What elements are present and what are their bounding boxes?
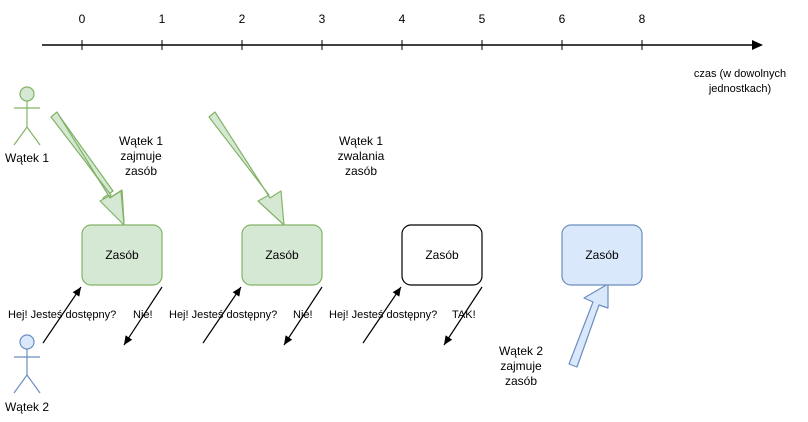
note-thread-1-acquires: Wątek 1 zajmuje zasób [119, 134, 163, 178]
query-arrow [202, 286, 242, 344]
thread-1-actor: Wątek 1 [5, 86, 49, 165]
resource-label: Zasób [585, 248, 619, 262]
resource-label: Zasób [425, 248, 459, 262]
tick-label: 3 [319, 12, 326, 26]
thread-2-label: Wątek 2 [5, 400, 49, 414]
thread-1-label: Wątek 1 [5, 151, 49, 165]
query-arrow [362, 286, 402, 344]
svg-text:jednostkach): jednostkach) [708, 83, 771, 95]
query-answer: Nie! [293, 309, 313, 321]
tick-label: 6 [559, 12, 566, 26]
query-question: Hej! Jesteś dostępny? [329, 309, 437, 321]
thread-2-acquire-arrow-icon [568, 283, 609, 368]
svg-text:zasób: zasób [125, 164, 157, 178]
thread-1-acquire-arrow-body [50, 111, 125, 226]
svg-text:zasób: zasób [345, 164, 377, 178]
tick-label: 0 [79, 12, 86, 26]
resource-box: Zasób [241, 224, 323, 286]
resource-box: Zasób [81, 224, 163, 286]
query-arrow [42, 286, 82, 344]
tick-label: 5 [479, 12, 486, 26]
time-axis-arrowhead-icon [752, 40, 763, 50]
time-axis-label: czas (w dowolnych jednostkach) [694, 68, 786, 95]
note-thread-2-acquires: Wątek 2 zajmuje zasób [499, 344, 543, 388]
tick-marks [81, 40, 643, 50]
stick-figure-icon [13, 334, 41, 394]
timeline: 0 1 2 3 4 5 6 8 czas (w dowolnych jednos… [42, 12, 786, 95]
resource-label: Zasób [265, 248, 299, 262]
svg-text:zasób: zasób [505, 374, 537, 388]
query-question: Hej! Jesteś dostępny? [8, 309, 116, 321]
thread-2-actor: Wątek 2 [5, 334, 49, 414]
query-labels: Hej! Jesteś dostępny? Nie! Hej! Jesteś d… [8, 309, 476, 321]
answer-arrow [443, 286, 483, 346]
note-thread-1-releases: Wątek 1 zwalania zasób [338, 134, 385, 178]
tick-label: 4 [399, 12, 406, 26]
thread-1-reacquire-arrow-icon [208, 111, 285, 226]
query-question: Hej! Jesteś dostępny? [169, 309, 277, 321]
resource-box: Zasób [561, 224, 643, 286]
svg-text:zajmuje: zajmuje [500, 359, 542, 373]
query-arrows [42, 286, 483, 346]
svg-text:Wątek 2: Wątek 2 [499, 344, 543, 358]
query-answer: TAK! [452, 309, 476, 321]
tick-label: 1 [159, 12, 166, 26]
tick-label: 8 [639, 12, 646, 26]
svg-text:zwalania: zwalania [338, 149, 385, 163]
answer-arrow [283, 286, 323, 346]
resource-label: Zasób [105, 248, 139, 262]
query-answer: Nie! [133, 309, 153, 321]
svg-text:Wątek 1: Wątek 1 [119, 134, 163, 148]
svg-text:czas (w dowolnych: czas (w dowolnych [694, 68, 786, 80]
svg-text:Wątek 1: Wątek 1 [339, 134, 383, 148]
answer-arrow [123, 286, 163, 346]
resource-box: Zasób [401, 224, 483, 286]
tick-label: 2 [239, 12, 246, 26]
svg-text:zajmuje: zajmuje [120, 149, 162, 163]
stick-figure-icon [13, 86, 41, 146]
